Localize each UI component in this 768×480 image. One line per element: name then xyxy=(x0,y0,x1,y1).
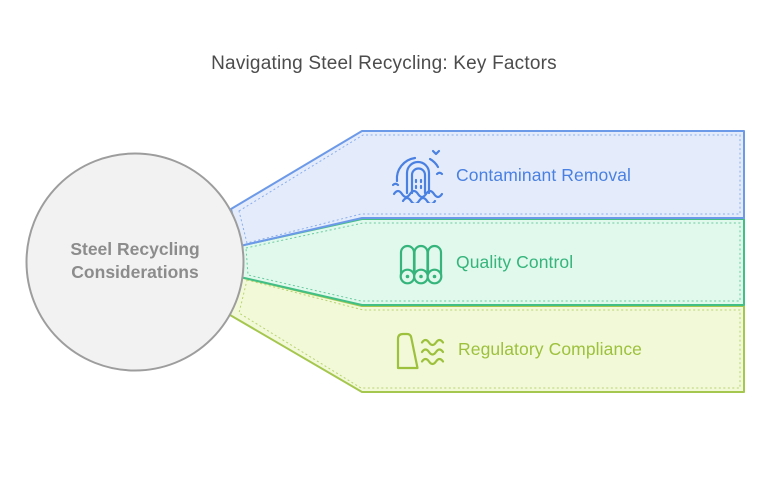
diagram-title: Navigating Steel Recycling: Key Factors xyxy=(211,53,557,74)
water-outfall-icon xyxy=(392,147,444,203)
center-node-circle xyxy=(25,152,245,372)
branch-label-quality-control: Quality Control xyxy=(456,252,574,272)
band-inner-dash-contaminant xyxy=(238,134,741,244)
branch-row-regulatory-compliance: Regulatory Compliance xyxy=(394,306,642,393)
dam-waves-icon xyxy=(394,329,446,371)
center-node-label: Steel Recycling Considerations xyxy=(27,238,243,284)
center-label-line2: Considerations xyxy=(71,262,199,283)
branch-label-regulatory-compliance: Regulatory Compliance xyxy=(458,339,642,359)
branch-label-contaminant-removal: Contaminant Removal xyxy=(456,164,632,185)
steel-rolls-icon xyxy=(398,241,444,285)
branch-row-contaminant-removal: Contaminant Removal xyxy=(392,131,631,219)
branch-row-quality-control: Quality Control xyxy=(398,219,573,306)
center-label-line1: Steel Recycling xyxy=(70,239,200,259)
